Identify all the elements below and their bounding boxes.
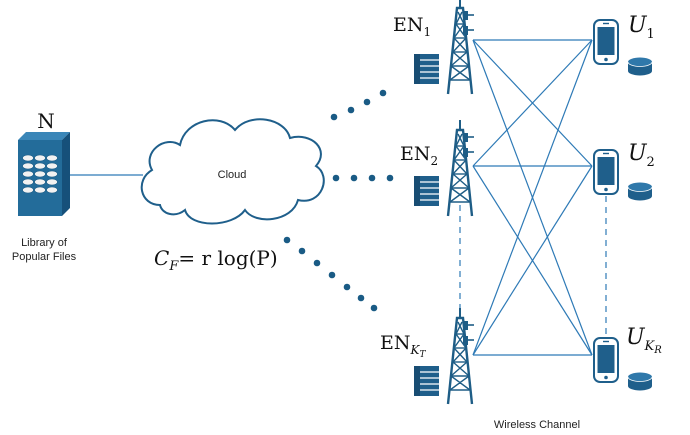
cloud: Cloud: [140, 118, 325, 225]
wireless-channel-label: Wireless Channel: [494, 419, 580, 431]
user-kr-phone-icon: [593, 337, 619, 383]
user-1-cache-icon: [627, 57, 653, 76]
user-1: U1: [593, 13, 655, 76]
server-label: N: [37, 109, 55, 133]
user-1-label: U1: [628, 13, 655, 42]
server: N Library of Popular Files: [12, 109, 77, 263]
edge-node-2: EN2: [400, 118, 476, 218]
user-2-phone-icon: [593, 149, 619, 195]
backhaul-dots-enkt: [283, 236, 378, 312]
edge-node-2-cache-icon: [413, 175, 440, 207]
edge-node-kt-cache-icon: [413, 365, 440, 397]
user-kr-label: UKR: [626, 325, 662, 356]
server-caption-line1: Library of: [21, 237, 68, 249]
backhaul-dots: [283, 89, 394, 312]
edge-node-1-cache-icon: [413, 53, 440, 85]
user-kr-cache-icon: [627, 372, 653, 391]
backhaul-dots-en1: [330, 89, 387, 121]
cloud-label: Cloud: [218, 169, 247, 181]
user-kr: UKR: [593, 325, 662, 391]
edge-node-kt-label: ENKT: [380, 332, 426, 360]
edge-node-1: EN1: [393, 0, 476, 96]
user-2-cache-icon: [627, 182, 653, 201]
server-caption-line2: Popular Files: [12, 251, 77, 263]
formula-c-sub: F: [168, 259, 179, 274]
backhaul-dots-en2: [332, 174, 394, 182]
cloud-shape: [140, 118, 325, 225]
edge-node-1-label: EN1: [393, 14, 431, 39]
formula-rhs: = r log(P): [178, 246, 277, 270]
edge-node-kt: ENKT: [380, 306, 476, 406]
edge-node-2-tower-icon: [446, 118, 476, 218]
wireless-links: [472, 39, 593, 356]
edge-node-2-label: EN2: [400, 143, 438, 168]
formula: CF= r log(P): [154, 246, 278, 274]
user-2-label: U2: [628, 141, 655, 170]
user-2: U2: [593, 141, 655, 201]
server-icon: [18, 132, 70, 216]
edge-node-kt-tower-icon: [446, 306, 476, 406]
edge-node-1-tower-icon: [446, 0, 476, 96]
user-1-phone-icon: [593, 19, 619, 65]
formula-c: C: [154, 246, 169, 270]
